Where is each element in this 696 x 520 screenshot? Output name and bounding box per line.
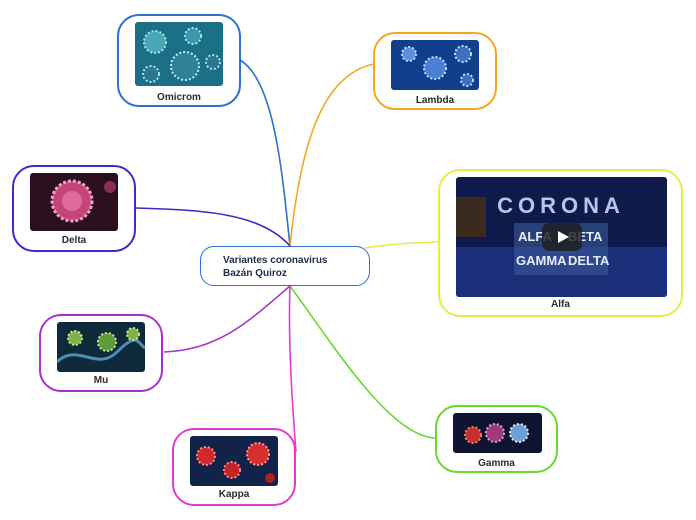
video-title-text: CORONA — [497, 193, 625, 218]
link-alfa — [364, 241, 439, 249]
node-gamma-label: Gamma — [478, 458, 515, 469]
link-kappa — [288, 285, 297, 453]
node-omicrom[interactable]: Omicrom — [117, 14, 241, 107]
video-word-delta: DELTA — [568, 253, 610, 268]
node-mu[interactable]: Mu — [39, 314, 163, 392]
node-lambda[interactable]: Lambda — [373, 32, 497, 110]
node-mu-label: Mu — [93, 375, 109, 386]
link-omicrom — [239, 59, 291, 247]
node-alfa[interactable]: CORONA ALFA BETA GAMMA DELTA Alfa — [438, 169, 683, 317]
mu-virus-image — [57, 322, 145, 372]
node-delta-label: Delta — [61, 235, 87, 246]
link-mu — [163, 285, 291, 353]
play-icon[interactable] — [542, 223, 582, 251]
link-gamma — [289, 285, 437, 439]
delta-virus-image — [30, 173, 118, 231]
omicrom-virus-image — [135, 22, 223, 86]
kappa-virus-image — [190, 436, 278, 486]
node-kappa-label: Kappa — [218, 489, 250, 500]
video-word-gamma: GAMMA — [516, 253, 567, 268]
link-delta — [135, 207, 291, 247]
node-alfa-label: Alfa — [551, 299, 570, 310]
gamma-virus-image — [453, 413, 542, 453]
link-lambda — [289, 63, 375, 247]
alfa-video-thumbnail[interactable]: CORONA ALFA BETA GAMMA DELTA — [456, 177, 667, 297]
lambda-virus-image — [391, 40, 479, 90]
node-kappa[interactable]: Kappa — [172, 428, 296, 506]
node-gamma[interactable]: Gamma — [435, 405, 558, 473]
central-topic-line1: Variantes coronavirus — [223, 255, 328, 266]
node-delta[interactable]: Delta — [12, 165, 136, 252]
central-topic[interactable]: Variantes coronavirus Bazán Quiroz — [200, 246, 370, 286]
node-omicrom-label: Omicrom — [157, 92, 201, 103]
central-topic-line2: Bazán Quiroz — [223, 268, 287, 279]
node-lambda-label: Lambda — [415, 95, 455, 106]
